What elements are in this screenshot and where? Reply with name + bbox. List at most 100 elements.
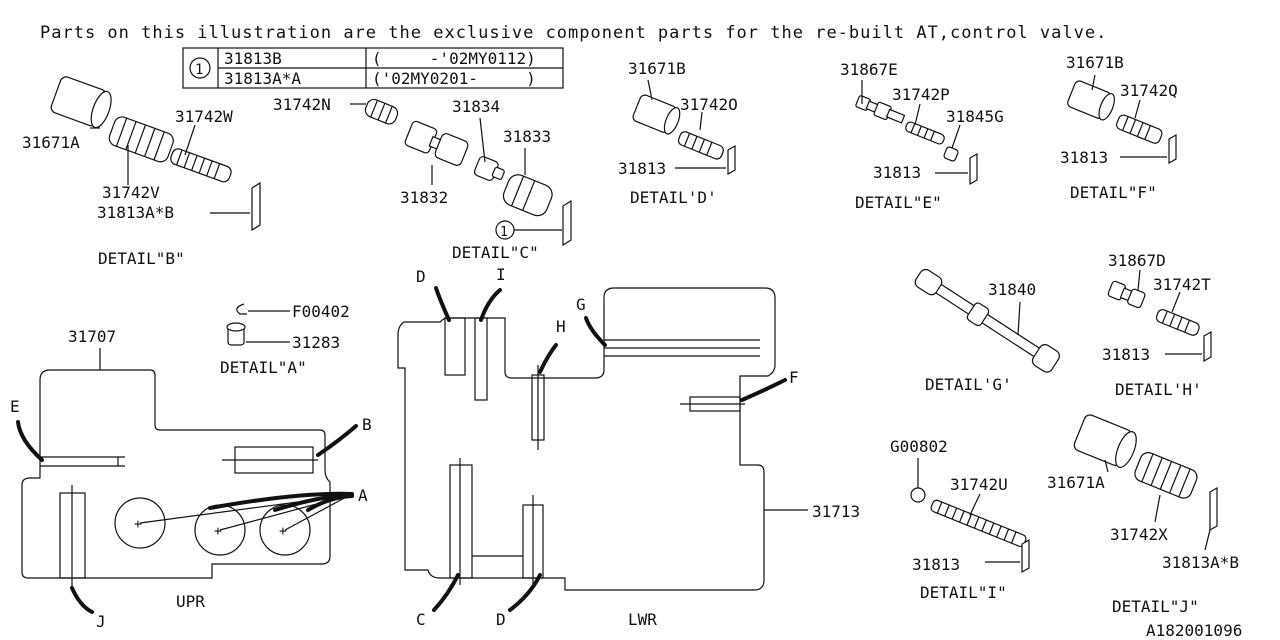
plug-31834 [473, 156, 505, 181]
spring-31742o [677, 131, 724, 160]
plug-31845g [943, 146, 959, 162]
label-31867d: 31867D [1108, 251, 1166, 270]
spring-31742v [108, 116, 174, 163]
callout-e: E [10, 397, 20, 416]
label-31833: 31833 [503, 127, 551, 146]
ref-range-2: ('02MY0201- ) [372, 69, 536, 88]
callout-d-top: D [416, 267, 426, 286]
spring-31742t [1155, 309, 1200, 336]
sleeve-31671a-j [1073, 414, 1137, 469]
label-31813-d: 31813 [618, 159, 666, 178]
detail-d: 31671B 31742O 31813 DETAIL'D' [618, 59, 738, 207]
label-31813-e: 31813 [873, 163, 921, 182]
spring-31742q [1116, 114, 1163, 144]
callout-j: J [96, 612, 106, 631]
retainer-c [562, 199, 572, 247]
callout-a: A [358, 486, 368, 505]
diagram-id: A182001096 [1146, 621, 1242, 640]
svg-text:+: + [214, 524, 222, 539]
valve-31832 [404, 120, 469, 166]
label-31742v: 31742V [102, 183, 160, 202]
label-31742q: 31742Q [1120, 81, 1178, 100]
detail-g-title: DETAIL'G' [925, 375, 1012, 394]
detail-i: G00802 31742U 31813 DETAIL"I" [890, 437, 1030, 602]
spring-31742n [364, 98, 399, 125]
label-f00402: F00402 [292, 302, 350, 321]
port-circle-1 [114, 497, 166, 549]
spring-31742x [1134, 452, 1198, 499]
label-31813-h: 31813 [1102, 345, 1150, 364]
detail-i-title: DETAIL"I" [920, 583, 1007, 602]
valve-31867e [855, 95, 906, 124]
label-31742u: 31742U [950, 475, 1008, 494]
sleeve-31671b-f [1067, 80, 1115, 121]
valve-31867d [1107, 280, 1146, 309]
label-31707: 31707 [68, 327, 116, 346]
reference-table: 1 31813B ( -'02MY0112) 31813A*A ('02MY02… [182, 47, 564, 89]
detail-a-title: DETAIL"A" [220, 358, 307, 377]
callout-f: F [789, 368, 799, 387]
detail-h-title: DETAIL'H' [1115, 380, 1202, 399]
header-note: Parts on this illustration are the exclu… [40, 23, 1107, 43]
retainer-i [1021, 538, 1030, 574]
detail-e-title: DETAIL"E" [855, 193, 942, 212]
label-31813a-b-j: 31813A*B [1162, 553, 1239, 572]
label-31813-f: 31813 [1060, 148, 1108, 167]
detail-a: F00402 31283 DETAIL"A" [220, 302, 350, 377]
label-31742t: 31742T [1153, 275, 1211, 294]
retainer-f [1168, 133, 1177, 165]
svg-text:+: + [134, 517, 142, 532]
label-31742w: 31742W [175, 107, 233, 126]
ref-marker: 1 [195, 62, 203, 78]
detail-e: 31867E 31742P 31845G 31813 DETAIL"E" [840, 60, 1004, 212]
callout-i: I [496, 265, 506, 284]
label-31742o: 31742O [680, 95, 738, 114]
detail-f-title: DETAIL"F" [1070, 183, 1157, 202]
label-31813-i: 31813 [912, 555, 960, 574]
plug-31833 [502, 174, 553, 217]
retainer-e [969, 152, 978, 186]
detail-f: 31671B 31742Q 31813 DETAIL"F" [1060, 53, 1178, 202]
upper-valve-body: + + + 31707 E B A J UPR [10, 327, 372, 631]
label-31742p: 31742P [892, 85, 950, 104]
callout-g: G [576, 295, 586, 314]
detail-j: 31671A 31742X 31813A*B DETAIL"J" [1047, 414, 1239, 616]
label-31283: 31283 [292, 333, 340, 352]
label-31671b-f: 31671B [1066, 53, 1124, 72]
detail-g: 31840 DETAIL'G' [914, 268, 1060, 394]
detail-b-title: DETAIL"B" [98, 249, 185, 268]
sleeve-31671a [50, 76, 112, 129]
label-upr: UPR [176, 592, 205, 611]
ref-range-1: ( -'02MY0112) [372, 49, 536, 68]
label-31845g: 31845G [946, 107, 1004, 126]
detail-c-marker: 1 [500, 225, 508, 240]
ref-part-1: 31813B [224, 49, 282, 68]
callout-b: B [362, 415, 372, 434]
retainer-h [1203, 330, 1212, 363]
callout-c: C [416, 610, 426, 629]
label-lwr: LWR [628, 610, 657, 629]
label-31832: 31832 [400, 188, 448, 207]
rod-31840 [914, 268, 1060, 373]
detail-h: 31867D 31742T 31813 DETAIL'H' [1102, 251, 1212, 399]
label-31713: 31713 [812, 502, 860, 521]
ref-part-2: 31813A*A [224, 69, 301, 88]
label-31742x: 31742X [1110, 525, 1168, 544]
retainer-j [1209, 486, 1218, 532]
label-31840: 31840 [988, 280, 1036, 299]
detail-j-title: DETAIL"J" [1112, 597, 1199, 616]
retainer-31813a-b [251, 181, 261, 232]
detail-d-title: DETAIL'D' [630, 188, 717, 207]
label-31867e: 31867E [840, 60, 898, 79]
label-31671b-d: 31671B [628, 59, 686, 78]
callout-h: H [556, 317, 566, 336]
sleeve-31671b-d [632, 94, 681, 135]
detail-c: 1 31742N 31834 31833 31832 DETAIL"C" [273, 95, 572, 262]
label-g00802: G00802 [890, 437, 948, 456]
callout-d-bottom: D [496, 610, 506, 629]
clip-f00402 [236, 303, 247, 315]
detail-b: 31671A 31742W 31742V 31813A*B DETAIL"B" [22, 76, 261, 268]
lower-valve-body: D I G H F C D 31713 LWR [397, 265, 860, 629]
spring-31742p [905, 121, 945, 145]
label-31834: 31834 [452, 97, 500, 116]
